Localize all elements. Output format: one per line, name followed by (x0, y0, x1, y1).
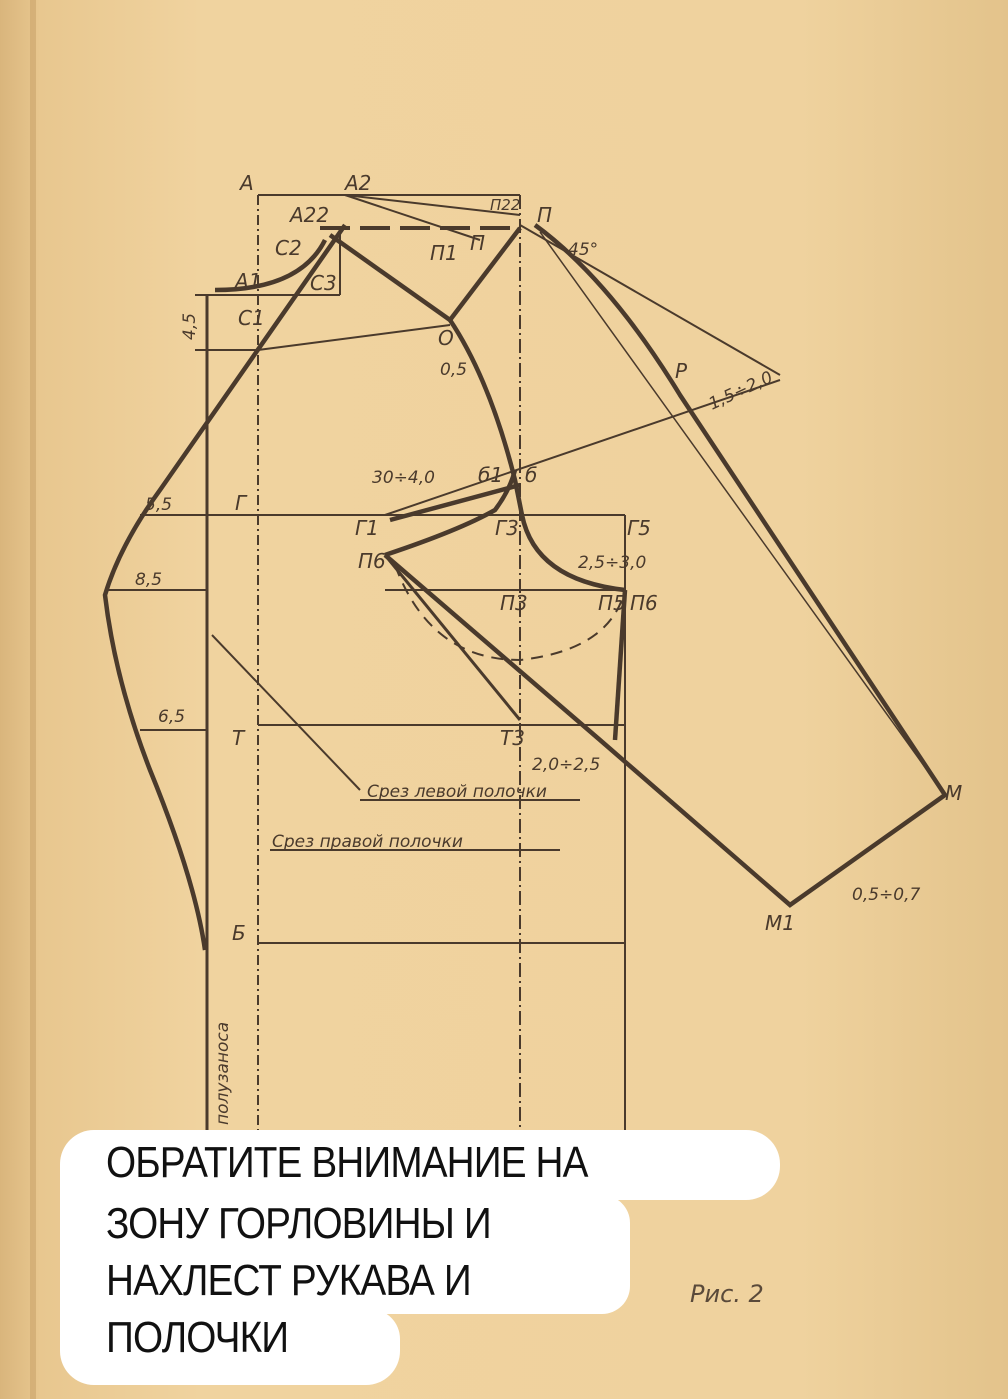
caption-row: ЗОНУ ГОРЛОВИНЫ И (60, 1195, 630, 1257)
page-fold (30, 0, 36, 1399)
label-G5: Г5 (627, 516, 651, 540)
dim-1-5-2-0: 1,5÷2,0 (706, 368, 776, 415)
label-T3: Т3 (500, 726, 525, 750)
note-left-front: Срез левой полочки (367, 782, 547, 802)
caption-line: ОБРАТИТЕ ВНИМАНИЕ НА (106, 1138, 588, 1187)
label-P5: П5 (598, 591, 626, 615)
label-C2: С2 (275, 236, 302, 260)
dim-30-40: 30÷4,0 (372, 468, 435, 488)
note-right-front: Срез правой полочки (272, 832, 463, 852)
label-A22: А22 (288, 203, 329, 227)
caption-line: ПОЛОЧКИ (106, 1313, 289, 1362)
label-P6-right: П6 (630, 591, 658, 615)
label-C3: С3 (310, 271, 337, 295)
label-O: О (438, 326, 454, 350)
label-G3: Г3 (495, 516, 519, 540)
dimension-labels: 4,5 5,5 8,5 6,5 45° 0,5 1,5÷2,0 30÷4,0 2… (135, 240, 920, 1125)
label-T: Т (232, 726, 246, 750)
label-A2: А2 (343, 171, 371, 195)
caption-row: ОБРАТИТЕ ВНИМАНИЕ НА (60, 1130, 780, 1200)
dim-05-07: 0,5÷0,7 (852, 885, 920, 905)
label-b: б (525, 463, 537, 487)
dim-6-5: 6,5 (158, 707, 185, 727)
dashed-curve (394, 564, 626, 662)
dim-8-5: 8,5 (135, 570, 162, 590)
construction-lines (105, 194, 946, 1130)
label-C1: С1 (238, 306, 265, 330)
label-A: А (238, 171, 254, 195)
dim-25-30: 2,5÷3,0 (578, 553, 646, 573)
dim-5-5: 5,5 (145, 495, 172, 515)
label-P-shoulder: П (537, 203, 552, 227)
dim-4-5: 4,5 (180, 313, 200, 340)
caption-row: ПОЛОЧКИ (60, 1309, 400, 1385)
pattern-contours (102, 223, 949, 951)
label-G: Г (235, 491, 248, 515)
label-P22: П22 (490, 196, 520, 214)
label-P3: П3 (500, 591, 528, 615)
note-vertical: полузаноса (213, 1022, 233, 1125)
label-P6-left: П6 (358, 549, 386, 573)
label-b1: б1 (478, 463, 503, 487)
dim-0-5: 0,5 (440, 360, 467, 380)
label-A1: А1 (233, 269, 261, 293)
label-G1: Г1 (355, 516, 379, 540)
label-M1: М1 (765, 911, 795, 935)
figure-label: Рис. 2 (690, 1280, 764, 1308)
point-labels: А А2 А22 С2 А1 С3 С1 П22 П1 П П О Р Г Г1… (232, 171, 962, 945)
label-P: П (470, 231, 485, 255)
label-B-hem: Б (232, 921, 246, 945)
caption-row: НАХЛЕСТ РУКАВА И (60, 1252, 630, 1314)
label-M: М (945, 781, 962, 805)
label-R: Р (675, 359, 688, 383)
caption-line: НАХЛЕСТ РУКАВА И (106, 1256, 472, 1305)
caption-line: ЗОНУ ГОРЛОВИНЫ И (106, 1199, 492, 1248)
angle-45: 45° (568, 240, 598, 260)
dim-20-25: 2,0÷2,5 (532, 755, 600, 775)
label-P1: П1 (430, 241, 458, 265)
